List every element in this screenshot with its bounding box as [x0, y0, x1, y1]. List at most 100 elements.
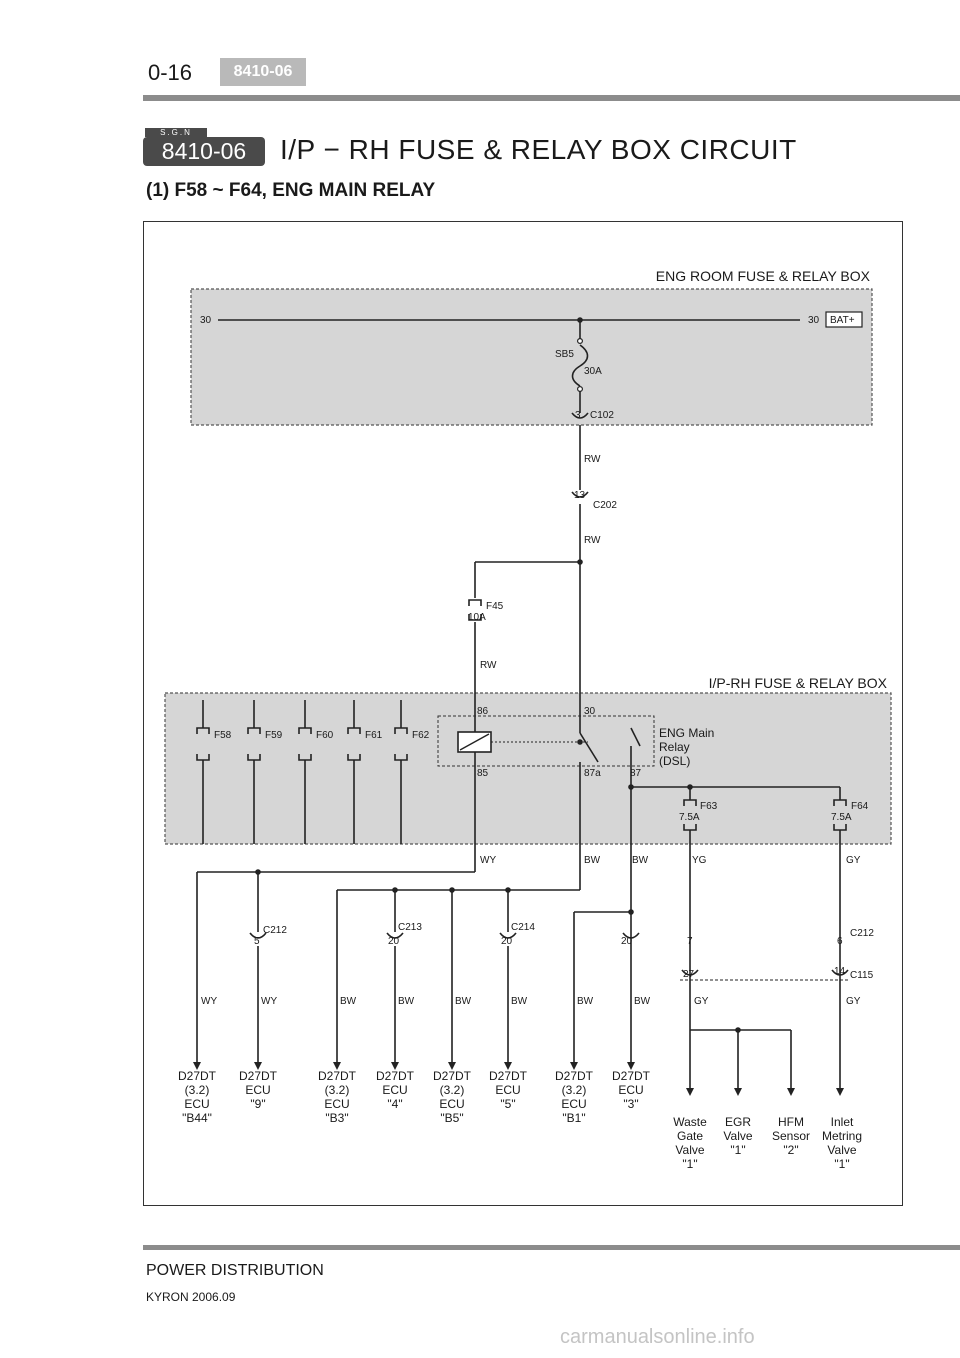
c202-label: C202 [593, 500, 617, 511]
relay-pin-87a: 87a [584, 768, 601, 779]
section-subtitle: (1) F58 ~ F64, ENG MAIN RELAY [146, 180, 436, 201]
c214-pin: 20 [501, 936, 513, 947]
bottom-wire-label: BW [340, 996, 357, 1007]
load-label: "1" [682, 1157, 697, 1171]
wire-yg-mid: YG [692, 855, 707, 866]
eng-room-box-region [190, 288, 873, 426]
bottom-rule [143, 1245, 960, 1250]
bottom-wire-label: BW [577, 996, 594, 1007]
wire-bw-mid-1: BW [584, 855, 601, 866]
load-label: "B1" [562, 1111, 585, 1125]
wire-gy-mid: GY [846, 855, 861, 866]
bottom-wire-label: GY [846, 996, 861, 1007]
load-label: D27DT [178, 1069, 217, 1083]
wire-wy-mid: WY [480, 855, 496, 866]
f45-label: F45 [486, 601, 504, 612]
relay-pin-85: 85 [477, 768, 489, 779]
load-label: "1" [834, 1157, 849, 1171]
load-label: "9" [250, 1097, 265, 1111]
load-label: "1" [730, 1143, 745, 1157]
bottom-wire-label: BW [398, 996, 415, 1007]
bat-box [825, 311, 863, 328]
load-label: (3.2) [325, 1083, 350, 1097]
bat-plus-label: BAT+ [830, 315, 855, 326]
load-label: HFM [778, 1115, 804, 1129]
wire-bw-mid-2: BW [632, 855, 649, 866]
c212-left-pin: 5 [254, 936, 260, 947]
c115-pin-14: 14 [834, 966, 846, 977]
load-label: Gate [677, 1129, 703, 1143]
load-label: Valve [827, 1143, 856, 1157]
bus-30-left-label: 30 [200, 315, 212, 326]
c102-label: C102 [590, 410, 614, 421]
header-code-tag: 8410-06 [220, 58, 306, 86]
load-label: ECU [324, 1097, 349, 1111]
sb5-amp-label: 30A [584, 366, 602, 377]
bottom-wire-label: BW [511, 996, 528, 1007]
load-label: Inlet [831, 1115, 854, 1129]
relay-name-line-2: Relay [659, 740, 690, 754]
footer-section-name: POWER DISTRIBUTION [146, 1262, 324, 1279]
wire-rw-2: RW [584, 535, 601, 546]
load-label: "B5" [440, 1111, 463, 1125]
load-label: D27DT [433, 1069, 472, 1083]
load-label: D27DT [612, 1069, 651, 1083]
load-label: ECU [618, 1083, 643, 1097]
ip-rh-box-region [164, 692, 892, 845]
eng-room-box-label: ENG ROOM FUSE & RELAY BOX [656, 268, 871, 284]
load-label: (3.2) [440, 1083, 465, 1097]
load-label: D27DT [376, 1069, 415, 1083]
relay-pin-86: 86 [477, 706, 489, 717]
bottom-wire-label: WY [261, 996, 277, 1007]
c115-label: C115 [850, 970, 874, 981]
load-label: Valve [723, 1129, 752, 1143]
load-label: ECU [495, 1083, 520, 1097]
load-label: Valve [675, 1143, 704, 1157]
load-label: "B3" [325, 1111, 348, 1125]
relay-name-line-3: (DSL) [659, 754, 690, 768]
load-label: EGR [725, 1115, 751, 1129]
top-rule [143, 95, 960, 101]
connector-arcs [249, 412, 849, 976]
load-label: ECU [184, 1097, 209, 1111]
load-label: "B44" [182, 1111, 212, 1125]
fuse-f59-label: F59 [265, 730, 283, 741]
c212-pin-6: 6 [837, 936, 843, 947]
relay-pin-30: 30 [584, 706, 596, 717]
relay-pin-87: 87 [630, 768, 642, 779]
bottom-wire-label: BW [455, 996, 472, 1007]
load-label: ECU [561, 1097, 586, 1111]
load-label: (3.2) [185, 1083, 210, 1097]
c213-label: C213 [398, 922, 422, 933]
load-label: "4" [387, 1097, 402, 1111]
bottom-wire-label: BW [634, 996, 651, 1007]
load-label: "3" [623, 1097, 638, 1111]
bottom-wire-label: WY [201, 996, 217, 1007]
relay-outline [437, 715, 655, 767]
junction-dots [255, 317, 741, 1033]
footer-model: KYRON 2006.09 [146, 1290, 236, 1304]
load-label: ECU [382, 1083, 407, 1097]
section-title: I/P − RH FUSE & RELAY BOX CIRCUIT [280, 134, 797, 165]
f63-label: F63 [700, 801, 718, 812]
c212-pin-7: 7 [687, 936, 693, 947]
load-label: "2" [783, 1143, 798, 1157]
sgn-label: S.G.N [145, 128, 207, 137]
load-label: Sensor [772, 1129, 810, 1143]
section-badge: 8410-06 [143, 137, 265, 166]
ip-rh-box-label: I/P-RH FUSE & RELAY BOX [709, 675, 888, 691]
f64-amp-label: 7.5A [831, 812, 852, 823]
c202-pin-label: 13 [574, 490, 586, 501]
load-label: D27DT [489, 1069, 528, 1083]
fuse-f58-label: F58 [214, 730, 232, 741]
fuse-f61-label: F61 [365, 730, 383, 741]
watermark: carmanualsonline.info [560, 1326, 755, 1348]
wire-rw-3: RW [480, 660, 497, 671]
c214-label: C214 [511, 922, 535, 933]
sb5-label: SB5 [555, 349, 574, 360]
arrowheads [193, 1062, 844, 1096]
wire-rw-1: RW [584, 454, 601, 465]
f64-label: F64 [851, 801, 869, 812]
wires [196, 319, 850, 1090]
